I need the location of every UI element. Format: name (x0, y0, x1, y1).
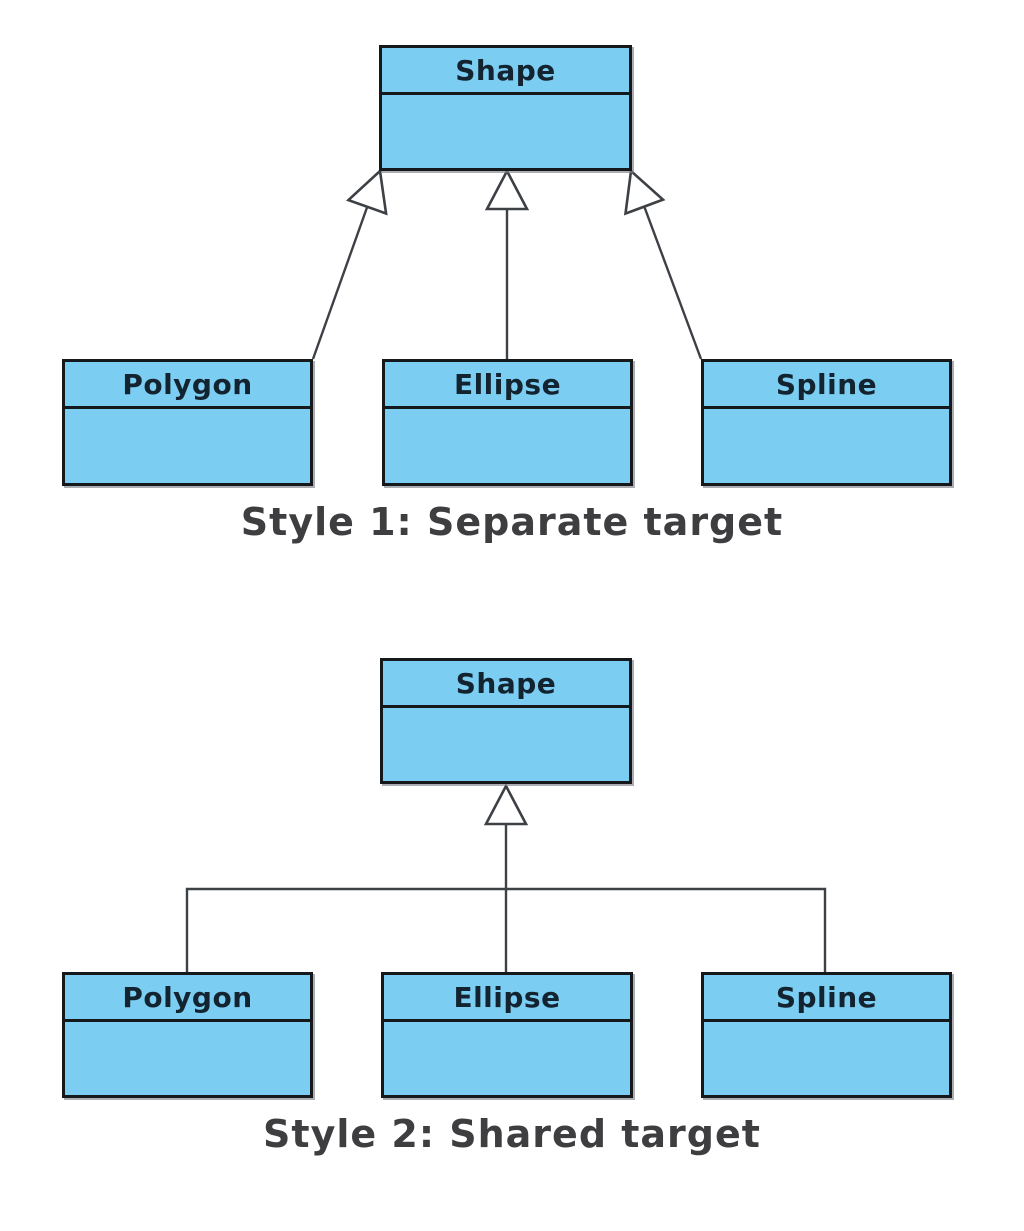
caption-style2: Style 2: Shared target (263, 1112, 761, 1156)
class-box-polygon-style2: Polygon (62, 972, 313, 1098)
class-box-ellipse-style1: Ellipse (382, 359, 633, 486)
class-name-polygon: Polygon (65, 362, 310, 409)
class-box-ellipse-style2: Ellipse (381, 972, 633, 1098)
class-box-spline-style2: Spline (701, 972, 952, 1098)
class-name-ellipse: Ellipse (384, 975, 630, 1022)
class-name-shape: Shape (382, 48, 629, 95)
style1-generalization-line-spline (623, 168, 703, 360)
caption-style1: Style 1: Separate target (240, 500, 784, 544)
class-name-polygon: Polygon (65, 975, 310, 1022)
class-name-spline: Spline (704, 362, 949, 409)
class-name-spline: Spline (704, 975, 949, 1022)
class-box-spline-style1: Spline (701, 359, 952, 486)
style1-generalization-line-polygon (311, 168, 388, 360)
class-name-shape: Shape (383, 661, 629, 708)
class-box-shape-style1: Shape (379, 45, 632, 171)
class-name-ellipse: Ellipse (385, 362, 630, 409)
class-box-shape-style2: Shape (380, 658, 632, 784)
class-box-polygon-style1: Polygon (62, 359, 313, 486)
